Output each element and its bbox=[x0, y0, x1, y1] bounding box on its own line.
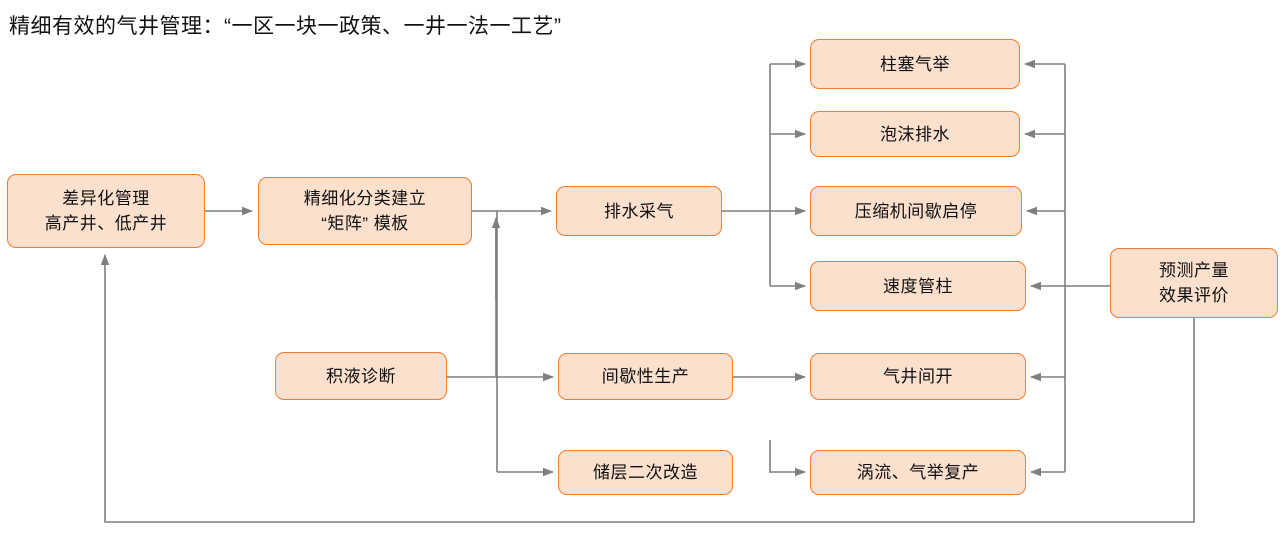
node-well-intermittent-opening[interactable]: 气井间开 bbox=[810, 353, 1026, 400]
node-liquid-loading-diagnosis[interactable]: 积液诊断 bbox=[275, 352, 447, 400]
node-reservoir-restimulation[interactable]: 储层二次改造 bbox=[558, 450, 733, 495]
node-production-forecast-evaluation[interactable]: 预测产量 效果评价 bbox=[1110, 248, 1278, 318]
node-label: 泡沫排水 bbox=[880, 124, 950, 144]
node-compressor-intermittent[interactable]: 压缩机间歇启停 bbox=[810, 186, 1022, 236]
node-dewatering-gas-production[interactable]: 排水采气 bbox=[556, 186, 722, 236]
node-label: 气井间开 bbox=[883, 367, 953, 386]
node-label: 储层二次改造 bbox=[593, 463, 698, 482]
node-foam-drainage[interactable]: 泡沫排水 bbox=[810, 111, 1020, 157]
page-title: 精细有效的气井管理：“一区一块一政策、一井一法一工艺” bbox=[9, 15, 562, 38]
edge-n11-n12 bbox=[769, 440, 807, 477]
node-intermittent-production[interactable]: 间歇性生产 bbox=[558, 353, 733, 400]
node-label: 精细化分类建立 “矩阵” 模板 bbox=[303, 189, 427, 233]
edge-n13-n1-loop bbox=[100, 253, 1195, 523]
node-plunger-gas-lift[interactable]: 柱塞气举 bbox=[810, 39, 1020, 89]
node-velocity-string[interactable]: 速度管柱 bbox=[810, 261, 1026, 311]
edge-n3-trunk bbox=[722, 64, 771, 212]
node-vortex-gaslift-restore[interactable]: 涡流、气举复产 bbox=[810, 450, 1026, 495]
node-label: 排水采气 bbox=[604, 201, 674, 221]
node-label: 柱塞气举 bbox=[880, 54, 950, 74]
node-label: 速度管柱 bbox=[883, 276, 953, 296]
node-label: 预测产量 效果评价 bbox=[1159, 261, 1229, 305]
edge-n13-trunk bbox=[1064, 64, 1110, 287]
node-differentiated-management[interactable]: 差异化管理 高产井、低产井 bbox=[7, 174, 205, 248]
edge-n2-trunk bbox=[472, 210, 498, 472]
node-label: 间歇性生产 bbox=[601, 367, 690, 386]
node-label: 压缩机间歇启停 bbox=[854, 201, 978, 221]
node-matrix-template[interactable]: 精细化分类建立 “矩阵” 模板 bbox=[258, 177, 472, 245]
node-label: 差异化管理 高产井、低产井 bbox=[44, 189, 168, 233]
node-label: 涡流、气举复产 bbox=[856, 463, 980, 482]
node-label: 积液诊断 bbox=[326, 366, 396, 386]
